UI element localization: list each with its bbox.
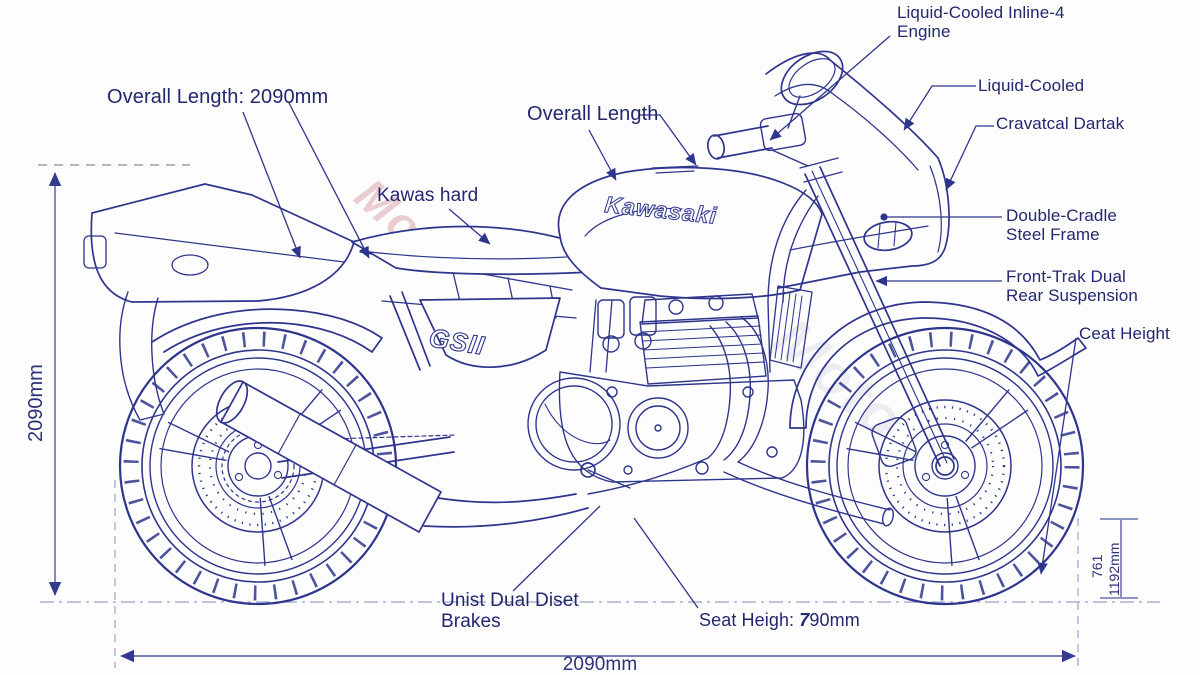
engine (527, 293, 805, 483)
front-fender (789, 301, 1087, 429)
leader-liquid-cooled (903, 85, 976, 131)
bottom-dimension-label: 2090mm (562, 654, 638, 675)
fuel-tank (557, 165, 823, 300)
callout-engine-line2: Engine (897, 22, 951, 41)
callout-front-trak: Front-Trak Dual Rear Suspension (1006, 267, 1138, 305)
callout-unist-line2: Brakes (441, 611, 501, 632)
seat-height-prefix: Seat Heigh: (699, 610, 800, 630)
carburetor (629, 296, 657, 336)
rear-shock (389, 291, 431, 371)
carburetor (597, 299, 625, 339)
callout-double-cradle-line1: Double-Cradle (1006, 206, 1117, 225)
leader-overall-mid-b (638, 114, 697, 166)
cylinder-fins (641, 325, 765, 369)
seat-height-bold-digit: 7 (799, 610, 810, 630)
tail-section (83, 183, 355, 421)
leader-overall-left-a (242, 111, 301, 259)
muffler (215, 380, 589, 533)
leader-overall-left-b (288, 102, 370, 259)
triple-clamp (799, 157, 843, 183)
fairing-vent (863, 220, 913, 252)
leader-ceat-height (1037, 337, 1077, 575)
leader-seat-height (633, 517, 699, 609)
callout-overall-length-left: Overall Length: 2090mm (107, 86, 329, 108)
footpeg (580, 462, 596, 478)
handlebar (707, 112, 809, 167)
side-panel (419, 297, 561, 369)
dimension-lines (38, 164, 1160, 668)
seat-height-suffix: 90mm (809, 610, 860, 630)
leader-lines (242, 35, 1077, 609)
left-dimension-label: 2090mm (25, 364, 47, 442)
callout-kawas-hard: Kawas hard (377, 185, 479, 206)
leader-unist (512, 505, 601, 592)
leader-overall-mid-a (588, 129, 617, 181)
callout-engine: Liquid-Cooled Inline-4 Engine (897, 3, 1065, 41)
callout-double-cradle-line2: Steel Frame (1006, 225, 1100, 244)
rear-fender (119, 291, 165, 421)
leader-kawas-hard (448, 208, 491, 245)
callout-overall-length-mid: Overall Length (527, 103, 659, 125)
callout-engine-line1: Liquid-Cooled Inline-4 (897, 3, 1065, 22)
callout-liquid-cooled: Liquid-Cooled (978, 76, 1085, 95)
callout-seat-height: Seat Heigh: 790mm (699, 611, 860, 630)
rear-hugger (151, 308, 383, 353)
windscreen (765, 52, 939, 159)
callout-front-trak-line2: Rear Suspension (1006, 286, 1138, 305)
right-dimension-outer-label: 1192mm (1106, 543, 1122, 596)
callout-front-trak-line1: Front-Trak Dual (1006, 267, 1126, 286)
callout-unist: Unist Dual Diset Brakes (441, 590, 579, 632)
bike-line-art (83, 50, 1087, 533)
frame-downtube (767, 189, 819, 373)
leader-cravatcal (945, 125, 994, 191)
callout-unist-line1: Unist Dual Diset (441, 590, 579, 611)
exhaust-headers (587, 317, 895, 527)
filler-cap (651, 165, 699, 174)
radiator (769, 285, 813, 369)
front-brake-caliper (871, 417, 917, 467)
fairing (765, 52, 950, 289)
callout-double-cradle: Double-Cradle Steel Frame (1006, 206, 1117, 244)
callout-ceat-height: Ceat Height (1079, 324, 1170, 343)
leader-engine (769, 35, 891, 141)
right-dimension-inner-label: 761 (1089, 554, 1105, 578)
front-forks (799, 157, 955, 476)
callout-cravatcal: Cravatcal Dartak (996, 114, 1125, 133)
